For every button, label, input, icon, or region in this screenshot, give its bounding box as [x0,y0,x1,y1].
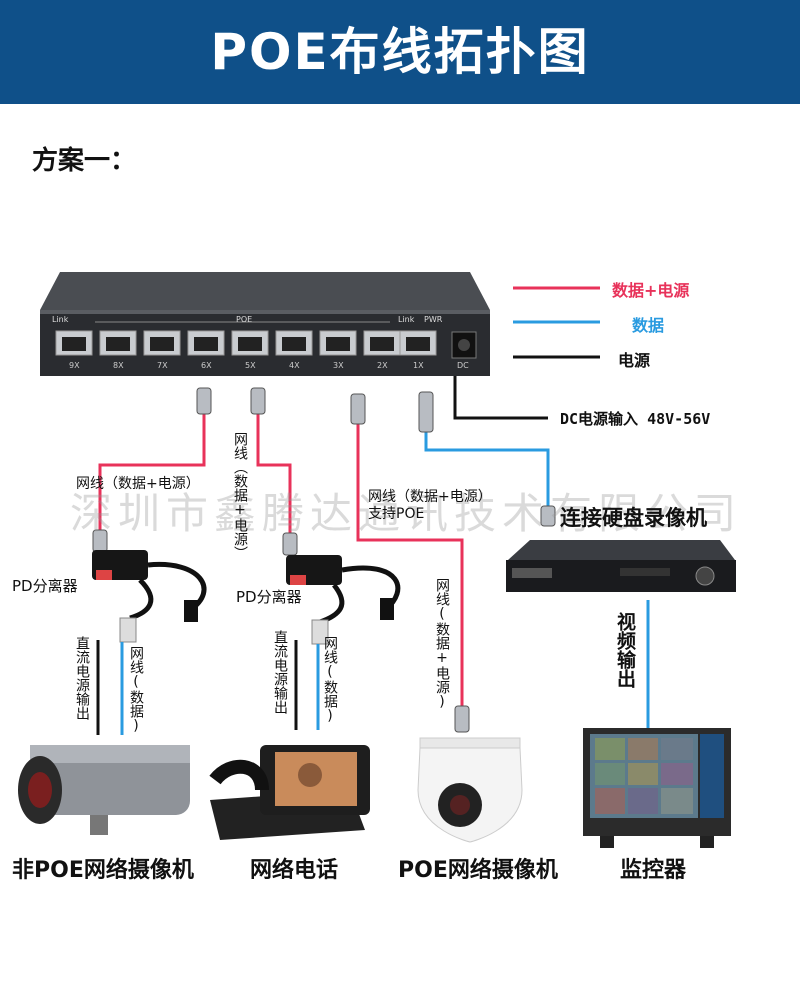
device-label-poe-camera: POE网络摄像机 [398,858,558,883]
port-label: DC [457,361,469,370]
pd-splitter-1-label: PD分离器 [12,577,78,595]
cable3-label-line2: 支持POE [368,506,425,522]
port-label: 7X [157,361,168,370]
switch-link-label: Link [52,315,69,324]
watermark: 深圳市鑫腾达通讯技术有限公司 [70,489,743,538]
switch-poe-label: POE [236,315,253,324]
dc-output-2-label: 直流电源输出 [272,630,288,714]
power-input-label: DC电源输入 48V-56V [560,410,711,428]
bullet-camera [18,745,190,835]
dome-camera [417,737,523,843]
cable-black-power [453,376,548,420]
video-output-label: 视频输出 [614,612,636,688]
port-label: 2X [377,361,388,370]
pd-splitter-2-label: PD分离器 [236,588,302,606]
pd-splitter-1 [92,550,207,643]
switch-pwr-label: PWR [424,315,443,324]
device-label-non-poe-camera: 非POE网络摄像机 [12,858,194,883]
legend-data-power: 数据+电源 [612,281,690,300]
port-label: 5X [245,361,256,370]
cable2-label: 网线（数据+电源） [232,432,248,560]
device-label-ip-phone: 网络电话 [250,858,339,883]
switch-ports [55,330,437,356]
rj45-connectors [92,387,556,733]
cable-red-1 [98,410,206,545]
net-data-2-label: 网线(数据) [322,636,338,724]
page-title: POE布线拓扑图 [210,23,590,81]
ip-phone [209,745,370,840]
pd-splitter-2 [286,555,401,645]
port-label: 4X [289,361,300,370]
plan-label: 方案一： [32,146,137,176]
net-data-1-label: 网线(数据) [128,646,144,734]
port-label: 1X [413,361,424,370]
port-label: 6X [201,361,212,370]
cable-blue-nvr [424,430,550,520]
poe-switch [40,272,490,376]
device-label-monitor: 监控器 [620,858,687,883]
monitor-device [583,728,731,848]
nvr-device [506,540,736,592]
title-banner: POE布线拓扑图 [0,0,800,104]
cable3-label-line1: 网线（数据+电源） [368,489,492,505]
legend-power: 电源 [618,351,651,370]
dc-output-1-label: 直流电源输出 [74,636,90,720]
cable-red-3 [356,420,464,710]
port-label: 8X [113,361,124,370]
port-label: 9X [69,361,80,370]
port-label: 3X [333,361,344,370]
cable-red-2 [256,410,292,550]
nvr-label: 连接硬盘录像机 [560,506,707,530]
legend-data: 数据 [632,316,665,335]
switch-link2-label: Link [398,315,415,324]
cable1-label: 网线（数据+电源） [76,476,200,492]
cable4-label: 网线(数据+电源) [434,578,450,710]
